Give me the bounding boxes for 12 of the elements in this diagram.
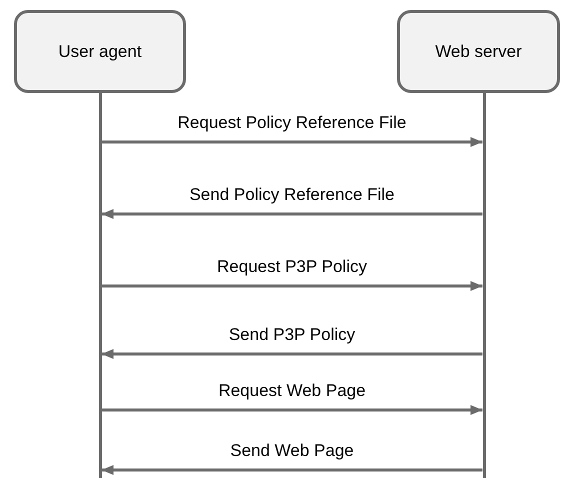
participant-box (14, 10, 186, 93)
message-arrow (102, 209, 482, 219)
message-arrow (102, 137, 482, 147)
participant-box (397, 10, 560, 93)
lifeline (98, 93, 102, 478)
message-arrow (102, 281, 482, 291)
lifeline (482, 93, 486, 478)
message-arrow (102, 349, 482, 359)
participant-name: User agent (58, 40, 142, 63)
message-arrow (102, 405, 482, 415)
participant-name: Web server (435, 40, 522, 63)
message-arrow (102, 465, 482, 475)
